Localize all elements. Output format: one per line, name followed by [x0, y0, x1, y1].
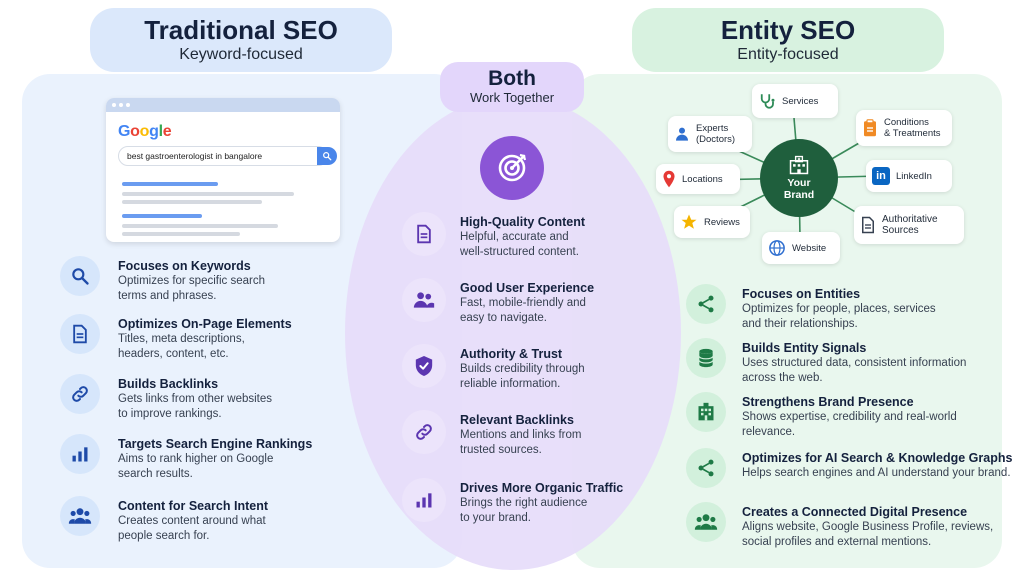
traditional-seo-title: Traditional SEO	[144, 15, 338, 45]
search-icon	[60, 256, 100, 296]
result-text-line	[122, 192, 294, 196]
center-item-ux: Good User Experience Fast, mobile-friend…	[402, 278, 594, 326]
center-item-authority: Authority & Trust Builds credibility thr…	[402, 344, 585, 392]
share-icon	[686, 448, 726, 488]
node-experts: Experts(Doctors)	[668, 116, 752, 152]
right-item-signals: Builds Entity Signals Uses structured da…	[686, 338, 966, 386]
traditional-seo-header: Traditional SEO Keyword-focused	[90, 8, 392, 72]
right-item-digital-presence: Creates a Connected Digital Presence Ali…	[686, 502, 993, 550]
google-search-mockup: Google best gastroenterologist in bangal…	[106, 98, 340, 242]
left-item-backlinks: Builds Backlinks Gets links from other w…	[60, 374, 272, 422]
right-item-entities: Focuses on Entities Optimizes for people…	[686, 284, 936, 332]
document-icon	[60, 314, 100, 354]
both-title: Both	[488, 67, 536, 90]
share-icon	[686, 284, 726, 324]
google-logo: Google	[118, 123, 172, 141]
google-logo-letter: g	[149, 123, 159, 140]
linkedin-icon: in	[872, 167, 890, 185]
node-conditions: Conditions& Treatments	[856, 110, 952, 146]
google-search-input[interactable]: best gastroenterologist in bangalore	[118, 146, 337, 166]
bar-chart-icon	[60, 434, 100, 474]
hospital-building-icon	[789, 155, 809, 175]
result-title-line	[122, 214, 202, 218]
target-icon	[480, 136, 544, 200]
location-pin-icon	[663, 170, 675, 188]
google-logo-letter: o	[130, 123, 140, 140]
left-item-rankings: Targets Search Engine Rankings Aims to r…	[60, 434, 312, 482]
result-text-line	[122, 232, 240, 236]
node-services: Services	[752, 84, 838, 118]
document-icon	[402, 212, 446, 256]
right-item-ai-search: Optimizes for AI Search & Knowledge Grap…	[686, 448, 1012, 488]
node-locations: Locations	[656, 164, 740, 194]
your-brand-node: Your Brand	[760, 139, 838, 217]
globe-icon	[769, 240, 785, 256]
people-icon	[60, 496, 100, 536]
bar-chart-icon	[402, 478, 446, 522]
your-brand-label: Your Brand	[783, 177, 815, 201]
center-item-content: High-Quality Content Helpful, accurate a…	[402, 212, 585, 260]
google-logo-letter: o	[139, 123, 150, 140]
entity-seo-subtitle: Entity-focused	[737, 46, 839, 63]
database-icon	[686, 338, 726, 378]
entity-seo-title: Entity SEO	[720, 15, 856, 45]
both-subtitle: Work Together	[469, 90, 555, 105]
people-icon	[686, 502, 726, 542]
entity-seo-header: Entity SEO Entity-focused	[632, 8, 944, 72]
left-item-onpage: Optimizes On-Page Elements Titles, meta …	[60, 314, 292, 362]
node-website: Website	[762, 232, 840, 264]
result-text-line	[122, 224, 278, 228]
google-logo-letter: l	[158, 123, 163, 140]
left-item-keywords: Focuses on Keywords Optimizes for specif…	[60, 256, 265, 304]
result-text-line	[122, 200, 262, 204]
node-linkedin: in LinkedIn	[866, 160, 952, 192]
browser-bar	[106, 98, 340, 112]
search-query: best gastroenterologist in bangalore	[127, 151, 263, 161]
google-logo-letter: G	[118, 123, 131, 140]
search-button[interactable]	[317, 147, 337, 165]
link-icon	[402, 410, 446, 454]
search-icon	[323, 152, 332, 161]
document-icon	[862, 216, 874, 234]
doctor-icon	[676, 127, 688, 141]
center-item-traffic: Drives More Organic Traffic Brings the r…	[402, 478, 623, 526]
both-header: Both Work Together	[440, 62, 584, 112]
center-item-backlinks: Relevant Backlinks Mentions and links fr…	[402, 410, 581, 458]
right-item-brand-presence: Strengthens Brand Presence Shows experti…	[686, 392, 957, 440]
building-icon	[686, 392, 726, 432]
shield-check-icon	[402, 344, 446, 388]
left-item-intent: Content for Search Intent Creates conten…	[60, 496, 268, 544]
entity-graph: Services Experts(Doctors) Conditions& Tr…	[650, 80, 980, 270]
star-icon	[681, 214, 697, 229]
google-logo-letter: e	[162, 123, 172, 140]
node-reviews: Reviews	[674, 206, 750, 238]
stethoscope-icon	[760, 94, 775, 109]
traditional-seo-subtitle: Keyword-focused	[179, 46, 303, 63]
link-icon	[60, 374, 100, 414]
users-icon	[402, 278, 446, 322]
result-title-line	[122, 182, 218, 186]
clipboard-icon	[864, 119, 876, 137]
